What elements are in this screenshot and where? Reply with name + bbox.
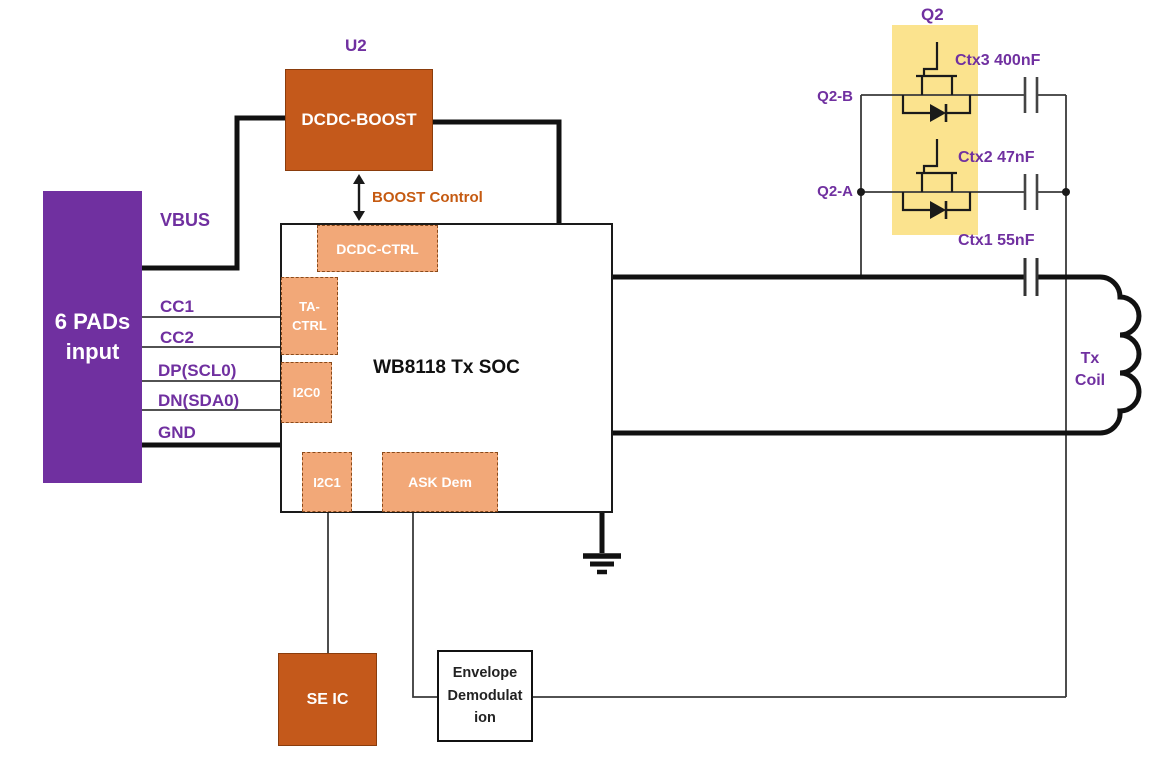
- dn-sda0-pin-label: DN(SDA0): [158, 391, 240, 410]
- ctx3-cap-label: Ctx3 400nF: [955, 52, 1041, 69]
- tx-coil-label: Tx Coil: [1074, 350, 1106, 390]
- tx-coil-symbol: [1099, 274, 1142, 436]
- dp-scl0-pin-label: DP(SCL0): [158, 361, 237, 380]
- gnd-pin-label: GND: [158, 423, 196, 442]
- pads-input-block: 6 PADs input: [43, 191, 142, 483]
- vbus-pin-label: VBUS: [160, 210, 211, 230]
- q2a-pin-label: Q2-A: [817, 183, 853, 200]
- junction-dots: [857, 188, 1070, 196]
- cc1-pin-label: CC1: [160, 297, 195, 316]
- capacitor-ctx3: [1023, 77, 1039, 113]
- soc-sub-i2c0: I2C0: [281, 362, 332, 423]
- se-ic-label: SE IC: [306, 690, 349, 708]
- capacitor-ctx2: [1023, 174, 1039, 210]
- soc-sub-ask-dem: ASK Dem: [382, 452, 498, 512]
- envelope-demodulation-label: Envelope Demodulat ion: [447, 665, 523, 727]
- envelope-demodulation-block: Envelope Demodulat ion: [437, 650, 533, 742]
- q2b-pin-label: Q2-B: [817, 88, 853, 105]
- mosfet-q2b-symbol: [901, 42, 972, 122]
- dcdc-boost-label: DCDC-BOOST: [301, 110, 417, 129]
- i2c0-label: I2C0: [292, 385, 321, 400]
- q2-refdes-label: Q2: [921, 5, 944, 24]
- i2c1-label: I2C1: [313, 474, 341, 490]
- power-wires: [142, 115, 1100, 553]
- ask-dem-label: ASK Dem: [408, 474, 472, 490]
- dcdc-ctrl-label: DCDC-CTRL: [336, 240, 419, 257]
- ta-ctrl-label: TA- CTRL: [292, 298, 327, 334]
- ctx1-cap-label: Ctx1 55nF: [958, 232, 1035, 249]
- cc2-pin-label: CC2: [160, 328, 195, 347]
- soc-sub-i2c1: I2C1: [302, 452, 352, 512]
- se-ic-block: SE IC: [278, 653, 377, 746]
- q2-highlight-box: [892, 25, 978, 235]
- capacitor-ctx1: [1023, 258, 1039, 296]
- boost-control-label: BOOST Control: [372, 189, 483, 206]
- dcdc-boost-block: DCDC-BOOST: [285, 69, 433, 171]
- pads-input-label: 6 PADs input: [54, 309, 131, 364]
- soc-sub-dcdc-ctrl: DCDC-CTRL: [317, 225, 438, 272]
- ctx2-cap-label: Ctx2 47nF: [958, 149, 1035, 166]
- soc-title: WB8118 Tx SOC: [373, 357, 520, 378]
- soc-sub-ta-ctrl: TA- CTRL: [281, 277, 338, 355]
- ground-symbol: [583, 553, 621, 575]
- boost-control-arrow: [353, 174, 365, 221]
- mosfet-q2a-symbol: [901, 139, 972, 219]
- u2-refdes-label: U2: [345, 36, 367, 55]
